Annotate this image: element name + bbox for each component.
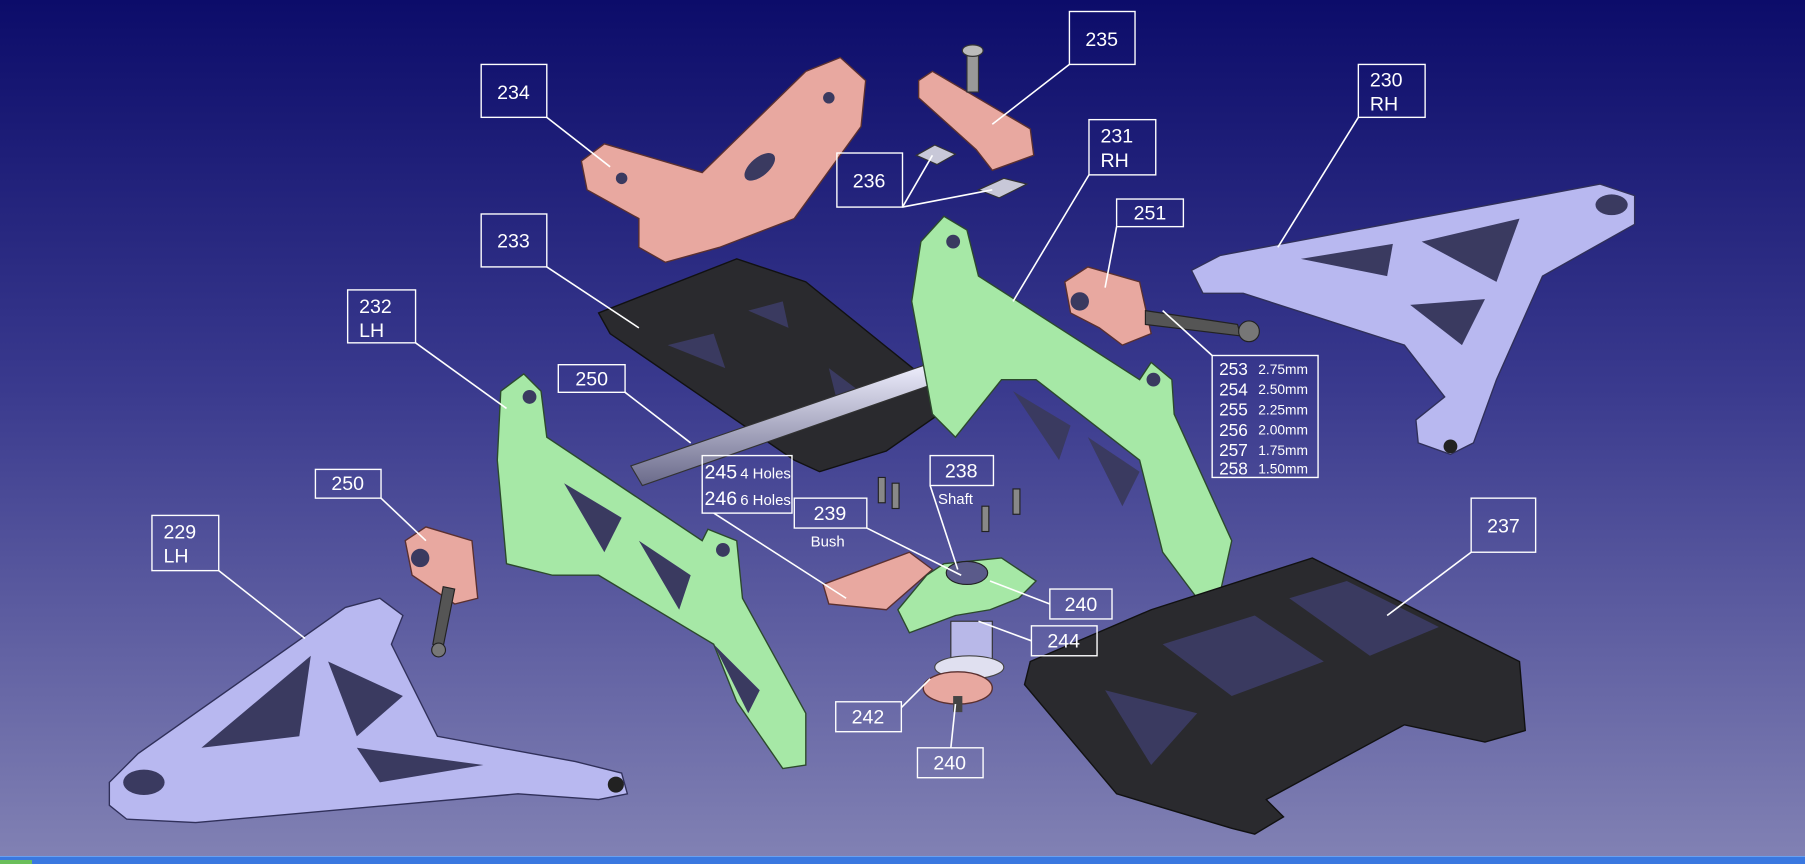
callout-number: 237	[1487, 516, 1520, 538]
callout-number: 245	[705, 462, 738, 484]
callout-side: RH	[1100, 150, 1128, 172]
spacer-size: 1.75mm	[1258, 443, 1308, 458]
spacer-number: 258	[1219, 459, 1248, 479]
callout-240-top: 240	[1049, 588, 1113, 620]
callout-number: 236	[853, 171, 886, 193]
callout-234: 234	[480, 63, 548, 119]
callout-number: 229	[163, 521, 196, 543]
part-229-lh-arm	[108, 597, 629, 824]
leader-lines	[218, 63, 1472, 748]
callout-number: 234	[497, 82, 530, 104]
spacer-number: 254	[1219, 379, 1248, 399]
spacer-number: 257	[1219, 440, 1248, 460]
spacer-size: 2.00mm	[1258, 423, 1308, 438]
callout-side: LH	[359, 320, 384, 342]
callout-250-pivot: 250	[314, 468, 382, 499]
callout-number: 238	[945, 460, 978, 482]
callout-number: 231	[1100, 126, 1133, 148]
callout-235: 235	[1068, 10, 1136, 66]
callout-233: 233	[480, 213, 548, 268]
callout-number: 242	[852, 707, 885, 729]
callout-number: 232	[359, 296, 392, 318]
spacer-size: 1.50mm	[1258, 461, 1308, 476]
callout-240-bottom: 240	[916, 747, 984, 779]
spacer-number: 255	[1219, 400, 1248, 420]
part-250-pivot-lh	[404, 526, 479, 658]
part-235-link	[917, 44, 1035, 172]
part-steering-hub	[822, 551, 1038, 713]
callout-note: 6 Holes	[740, 492, 791, 509]
screws	[877, 476, 1021, 533]
callout-note: 4 Holes	[740, 466, 791, 483]
callout-side: LH	[163, 546, 188, 568]
part-232-lh-frame	[496, 372, 807, 770]
callout-number: 240	[933, 753, 966, 775]
callout-number: 239	[814, 503, 847, 525]
spacer-size: 2.75mm	[1258, 362, 1308, 377]
callout-number: 233	[497, 230, 530, 252]
part-234-bulkhead	[580, 56, 867, 264]
taskbar	[0, 856, 1805, 864]
spacer-size: 2.50mm	[1258, 382, 1308, 397]
spacer-number: 253	[1219, 359, 1248, 379]
callout-number: 251	[1134, 203, 1167, 225]
part-237-bottom-plate	[1023, 557, 1527, 835]
callout-note: Bush	[811, 533, 845, 550]
part-230-rh-arm	[1190, 183, 1636, 456]
callout-250-shaft: 250	[557, 364, 626, 393]
callout-236: 236	[836, 152, 904, 208]
callout-side: RH	[1370, 93, 1398, 115]
callout-number: 250	[575, 368, 608, 390]
callout-245-246: 245 4 Holes 246 6 Holes	[701, 454, 793, 514]
callout-note: Shaft	[938, 491, 974, 508]
part-236-washers	[915, 144, 1029, 199]
callout-number: 246	[705, 488, 738, 510]
callout-244: 244	[1030, 625, 1098, 657]
start-button[interactable]	[0, 860, 32, 864]
spacer-size: 2.25mm	[1258, 402, 1308, 417]
callout-number: 230	[1370, 69, 1403, 91]
spacer-number: 256	[1219, 420, 1248, 440]
callout-242: 242	[835, 701, 903, 733]
callout-251: 251	[1115, 198, 1185, 228]
callout-239: 239 Bush	[793, 497, 868, 550]
callout-number: 240	[1065, 594, 1098, 616]
callout-number: 235	[1085, 29, 1118, 51]
callout-number: 250	[331, 473, 364, 495]
callout-237: 237	[1470, 497, 1537, 553]
callout-number: 244	[1047, 631, 1080, 653]
